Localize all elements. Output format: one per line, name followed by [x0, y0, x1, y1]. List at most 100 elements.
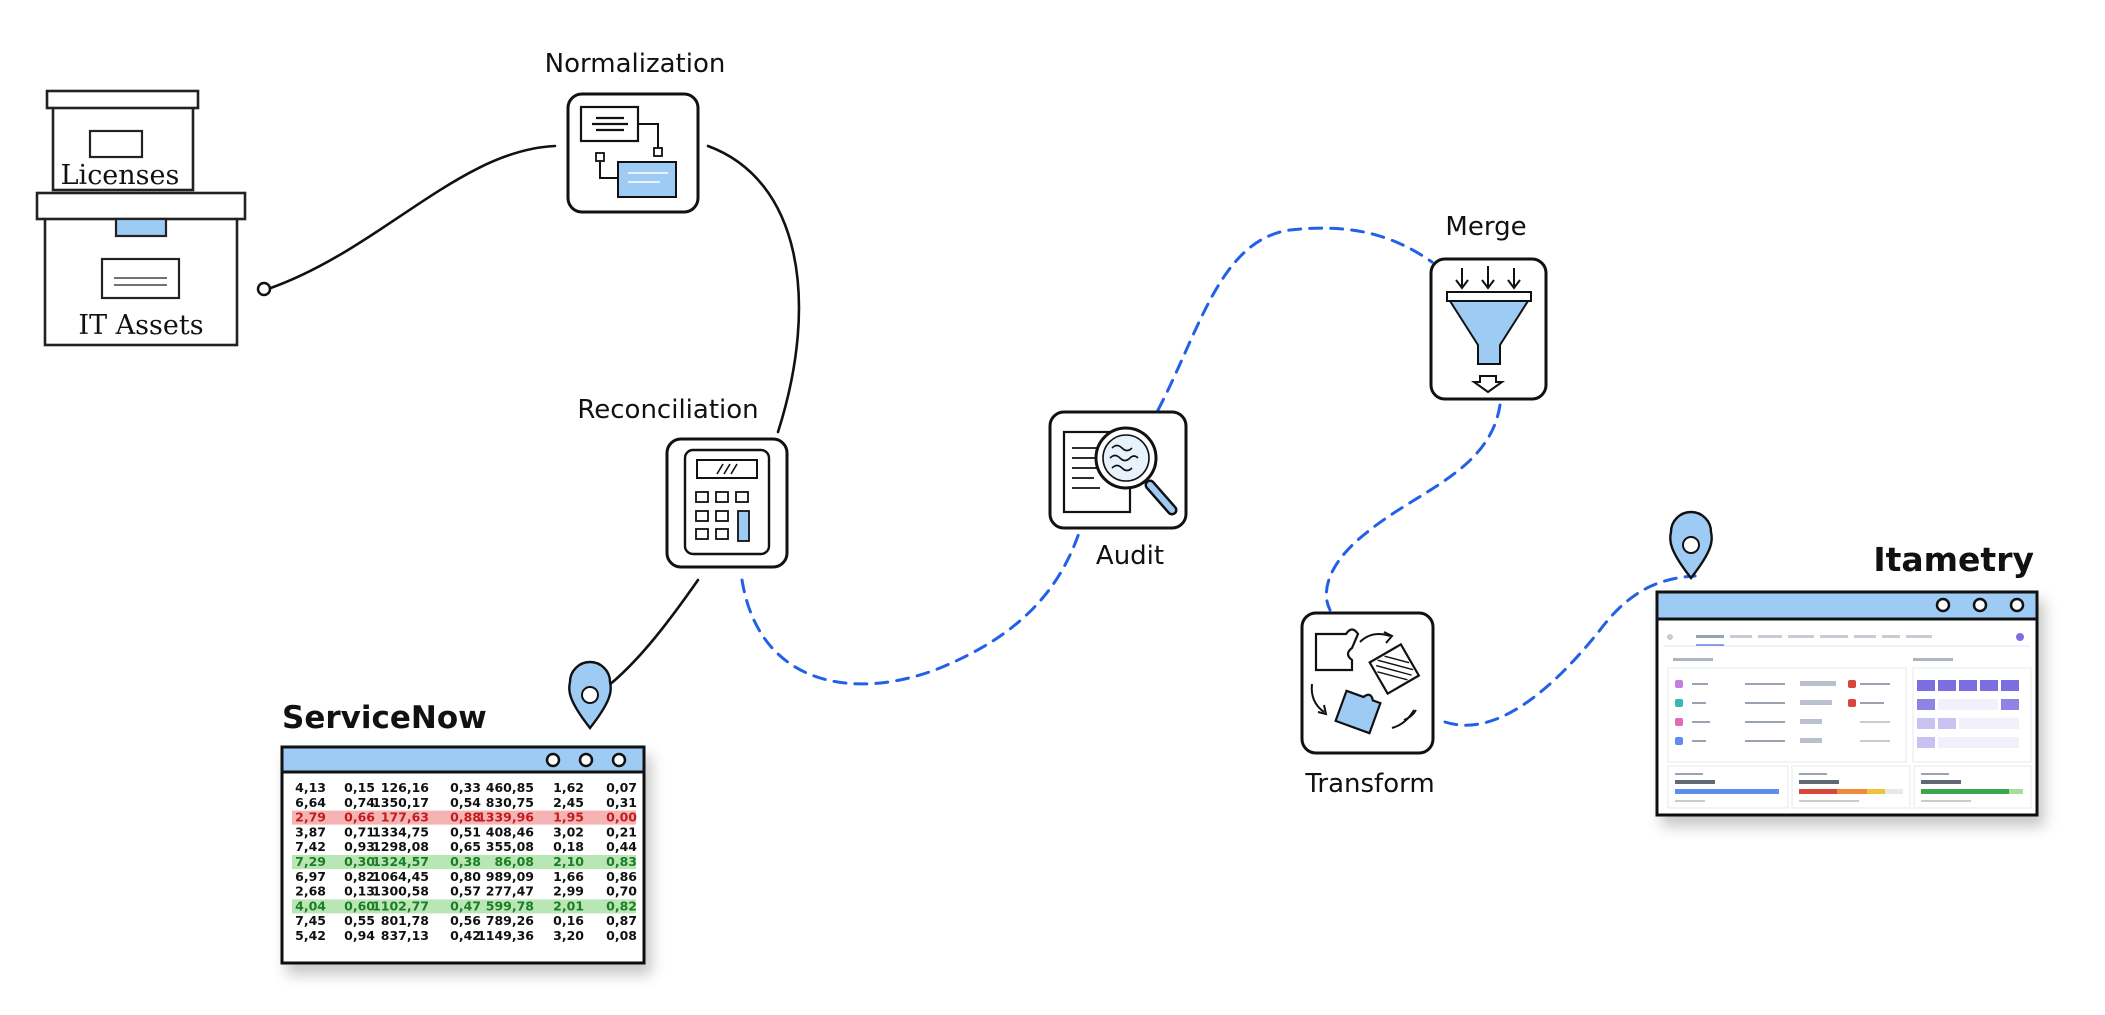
table-cell: 0,65: [450, 839, 481, 854]
table-cell: 0,94: [344, 928, 375, 943]
table-cell: 989,09: [486, 869, 534, 884]
map-pin-icon: [1668, 510, 1714, 580]
normalization-step: Normalization: [545, 49, 726, 214]
merge-step: Merge: [1429, 212, 1548, 401]
merge-label: Merge: [1445, 212, 1526, 242]
window-control-dot: [1972, 597, 1988, 613]
table-cell: 0,15: [344, 780, 375, 795]
table-cell: 0,86: [606, 869, 637, 884]
table-cell: 801,78: [381, 913, 429, 928]
window-control-dot: [578, 752, 594, 768]
table-cell: 0,54: [450, 795, 481, 810]
window-control-dot: [1935, 597, 1951, 613]
table-cell: 1102,77: [372, 898, 429, 913]
reconciliation-label: Reconciliation: [577, 395, 758, 425]
itametry-window: Itametry: [1655, 510, 2039, 817]
itametry-title: Itametry: [1873, 540, 2034, 579]
map-pin-icon: [567, 660, 613, 730]
funnel-icon: [1429, 257, 1548, 401]
table-cell: 1334,75: [372, 824, 429, 839]
row-highlight: [292, 810, 636, 825]
table-cell: 0,18: [553, 839, 584, 854]
table-cell: 0,66: [344, 810, 375, 825]
normalization-label: Normalization: [545, 49, 726, 79]
table-cell: 0,87: [606, 913, 637, 928]
table-cell: 0,07: [606, 780, 637, 795]
row-highlight: [292, 899, 636, 914]
table-cell: 7,45: [295, 913, 326, 928]
table-cell: 4,04: [295, 898, 326, 913]
table-cell: 0,74: [344, 795, 375, 810]
calculator-icon: [665, 437, 789, 569]
table-cell: 1339,96: [477, 810, 534, 825]
table-cell: 7,42: [295, 839, 326, 854]
table-cell: 3,20: [553, 928, 584, 943]
table-cell: 0,08: [606, 928, 637, 943]
table-cell: 7,29: [295, 854, 326, 869]
licenses-label: Licenses: [61, 160, 180, 191]
table-cell: 126,16: [381, 780, 430, 795]
connector-normalization-reconciliation: [706, 144, 801, 434]
table-cell: 2,79: [295, 810, 326, 825]
table-cell: 6,64: [295, 795, 326, 810]
table-cell: 837,13: [381, 928, 429, 943]
table-cell: 0,13: [344, 884, 375, 899]
dashboard-thumbnail: [1664, 633, 2032, 809]
it-assets-label: IT Assets: [78, 310, 203, 341]
table-cell: 0,21: [606, 824, 637, 839]
connector-audit-merge: [1156, 226, 1434, 412]
connector-merge-transform: [1324, 403, 1502, 612]
connector-reconciliation-servicenow: [606, 578, 700, 688]
table-cell: 3,87: [295, 824, 326, 839]
table-cell: 599,78: [486, 898, 534, 913]
table-cell: 1,66: [553, 869, 584, 884]
table-cell: 0,57: [450, 884, 481, 899]
table-cell: 2,99: [553, 884, 584, 899]
table-cell: 0,82: [344, 869, 375, 884]
table-cell: 0,31: [606, 795, 637, 810]
table-cell: 0,60: [344, 898, 375, 913]
table-cell: 6,97: [295, 869, 326, 884]
table-cell: 1064,45: [372, 869, 429, 884]
audit-step: Audit: [1048, 410, 1188, 571]
table-cell: 0,33: [450, 780, 481, 795]
table-cell: 0,71: [344, 824, 375, 839]
connector-transform-itametry: [1443, 574, 1697, 727]
audit-label: Audit: [1096, 541, 1164, 571]
licenses-box: Licenses: [45, 89, 200, 192]
reconciliation-step: Reconciliation: [577, 395, 789, 569]
transform-step: Transform: [1300, 611, 1435, 799]
table-cell: 3,02: [553, 824, 584, 839]
table-cell: 0,30: [344, 854, 375, 869]
magnifier-document-icon: [1048, 410, 1188, 530]
table-cell: 5,42: [295, 928, 326, 943]
table-cell: 0,82: [606, 898, 637, 913]
table-cell: 0,51: [450, 824, 481, 839]
table-cell: 1300,58: [372, 884, 429, 899]
table-cell: 1,62: [553, 780, 584, 795]
table-cell: 0,83: [606, 854, 637, 869]
table-cell: 789,26: [486, 913, 535, 928]
table-cell: 2,45: [553, 795, 584, 810]
table-cell: 0,47: [450, 898, 481, 913]
table-cell: 2,68: [295, 884, 326, 899]
table-cell: 0,00: [606, 810, 637, 825]
table-cell: 1350,17: [372, 795, 429, 810]
connector-dot: [256, 281, 272, 297]
table-cell: 0,42: [450, 928, 481, 943]
it-assets-box: IT Assets: [35, 191, 272, 347]
table-cell: 1298,08: [372, 839, 429, 854]
table-cell: 86,08: [494, 854, 534, 869]
